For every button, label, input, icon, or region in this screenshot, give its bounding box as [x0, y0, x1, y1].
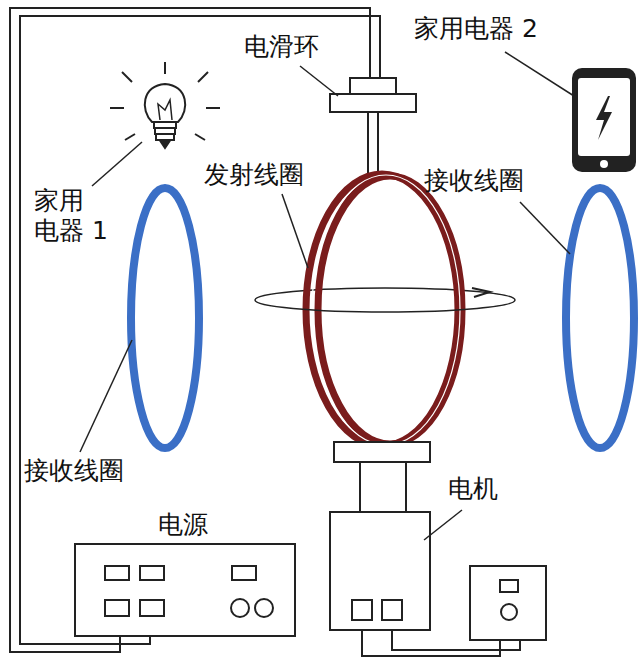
slip-ring	[330, 78, 416, 174]
slip-ring-label: 电滑环	[244, 32, 319, 62]
power-supply	[75, 544, 295, 636]
power-supply-label: 电源	[158, 510, 208, 540]
transmitting-coil	[306, 174, 462, 446]
wire	[20, 16, 380, 644]
receiving-coil-label: 接收线圈	[24, 456, 124, 486]
receiving-coil-label: 接收线圈	[424, 166, 524, 196]
appliance-label: 家用 电器 1	[34, 186, 112, 246]
rotation-arrow	[472, 288, 490, 297]
receiving-coil	[131, 188, 199, 448]
motor-controller	[470, 566, 546, 640]
rotation-path	[255, 300, 515, 312]
motor-label: 电机	[448, 474, 498, 504]
motor	[330, 442, 430, 630]
appliance-label: 家用电器 2	[414, 14, 538, 44]
leader-line	[80, 52, 574, 540]
rotation-path	[255, 288, 515, 300]
transmitting-coil-label: 发射线圈	[204, 160, 304, 190]
phone	[572, 68, 636, 172]
bulb	[110, 62, 220, 148]
receiving-coil	[566, 188, 634, 448]
